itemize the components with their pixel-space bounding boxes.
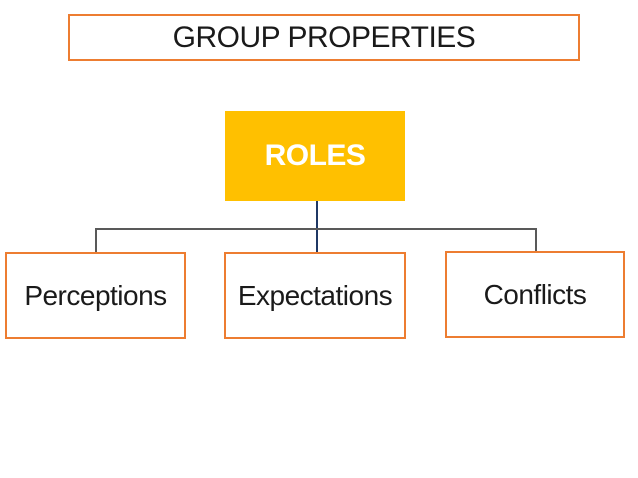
root-node-roles: ROLES bbox=[225, 111, 405, 201]
child-node-label: Perceptions bbox=[24, 279, 167, 311]
child-node-perceptions: Perceptions bbox=[5, 252, 186, 339]
child-node-label: Expectations bbox=[237, 279, 393, 311]
connector-horizontal-line bbox=[96, 228, 536, 230]
connector-right-stub-line bbox=[535, 228, 537, 252]
connector-left-stub-line bbox=[95, 228, 97, 252]
child-node-label: Conflicts bbox=[483, 278, 587, 310]
connector-root-vertical-line bbox=[316, 201, 318, 252]
child-node-conflicts: Conflicts bbox=[445, 251, 625, 338]
root-node-label: ROLES bbox=[264, 139, 366, 172]
diagram-title-box: GROUP PROPERTIES bbox=[68, 14, 580, 61]
child-node-expectations: Expectations bbox=[224, 252, 406, 339]
diagram-title-label: GROUP PROPERTIES bbox=[172, 20, 476, 54]
